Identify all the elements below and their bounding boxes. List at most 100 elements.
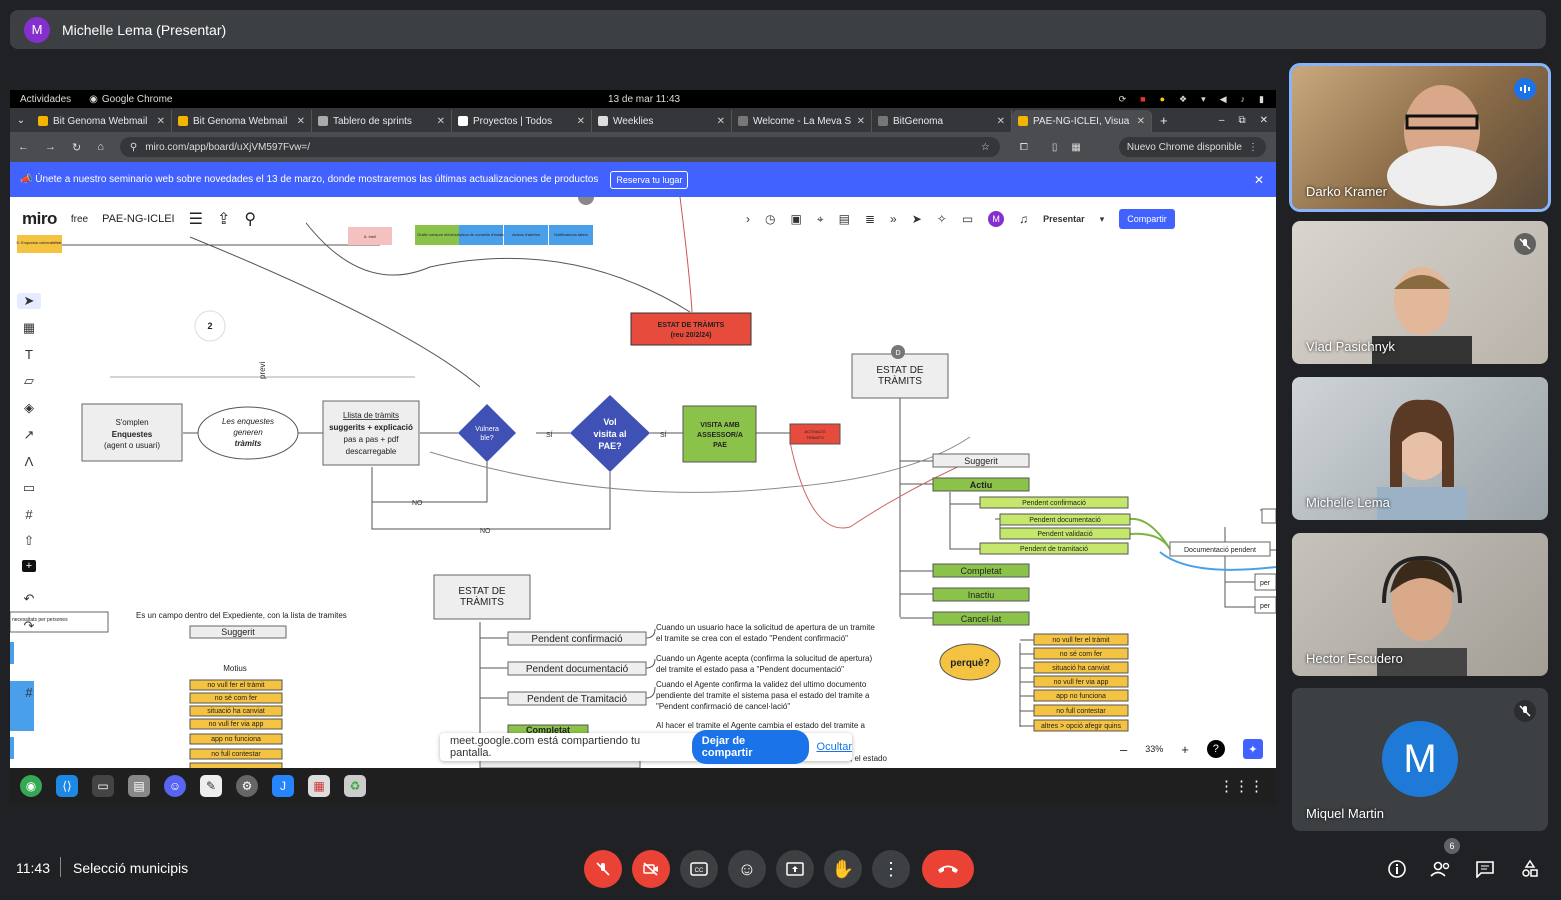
screen-share-icon[interactable]: ▣ xyxy=(790,212,802,226)
address-bar[interactable]: ⚲ miro.com/app/board/uXjVM597Fvw=/ ☆ xyxy=(119,137,1000,157)
settings-app-icon[interactable]: ⚙ xyxy=(236,775,258,797)
reload-icon[interactable]: ↻ xyxy=(72,141,82,154)
back-icon[interactable]: ← xyxy=(18,140,29,153)
close-icon[interactable]: ✕ xyxy=(1253,172,1264,187)
close-tab-icon[interactable]: ✕ xyxy=(996,115,1005,127)
notes-icon[interactable]: ≣ xyxy=(864,212,875,226)
bell-icon[interactable]: ♫ xyxy=(1019,212,1029,226)
apps-grid-icon[interactable]: ⋮⋮⋮ xyxy=(1219,778,1264,795)
participant-tile[interactable]: Darko Kramer xyxy=(1289,63,1551,212)
browser-tab[interactable]: Bit Genoma Webmail✕ xyxy=(172,110,312,132)
browser-tab[interactable]: Proyectos | Todos✕ xyxy=(452,110,592,132)
browser-tab[interactable]: Tablero de sprints✕ xyxy=(312,110,452,132)
chrome-update-button[interactable]: Nuevo Chrome disponible⋮ xyxy=(1118,137,1266,157)
participant-tile[interactable]: Michelle Lema xyxy=(1292,377,1548,520)
close-tab-icon[interactable]: ✕ xyxy=(296,115,305,127)
comments-icon[interactable]: ▭ xyxy=(961,212,974,226)
search-icon[interactable]: ⚲ xyxy=(244,211,257,228)
export-icon[interactable]: ⇪ xyxy=(216,211,231,228)
frame-icon[interactable]: # xyxy=(25,507,33,522)
browser-tab[interactable]: BitGenoma✕ xyxy=(872,110,1012,132)
sticky-note-icon[interactable]: ▱ xyxy=(24,373,34,388)
present-button[interactable]: Presentar xyxy=(1043,214,1085,224)
trash-app-icon[interactable]: ♻ xyxy=(344,775,366,797)
frames-list-icon[interactable]: # xyxy=(25,685,33,700)
vote-icon[interactable]: ▤ xyxy=(838,212,850,226)
people-button[interactable] xyxy=(1428,856,1454,882)
leave-call-button[interactable] xyxy=(922,850,974,888)
calendar-app-icon[interactable]: ▦ xyxy=(308,775,330,797)
plus-icon[interactable]: + xyxy=(22,560,36,572)
window-controls[interactable]: – ⧉ ✕ xyxy=(1219,115,1268,126)
connector-icon[interactable]: ↗ xyxy=(23,427,35,442)
raise-hand-button[interactable]: ✋ xyxy=(824,850,862,888)
chat-button[interactable] xyxy=(1472,856,1498,882)
cursor-icon[interactable]: ➤ xyxy=(911,212,922,226)
more-chevron-icon[interactable]: » xyxy=(890,212,897,226)
zoom-in-icon[interactable]: + xyxy=(1181,741,1189,757)
help-button[interactable]: ? xyxy=(1206,740,1225,758)
close-tab-icon[interactable]: ✕ xyxy=(156,115,165,127)
select-tool-icon[interactable]: ➤ xyxy=(17,293,41,309)
miro-logo[interactable]: miro xyxy=(22,209,57,228)
notes-app-icon[interactable]: ✎ xyxy=(200,775,222,797)
forward-icon[interactable]: → xyxy=(45,140,56,153)
redo-icon[interactable]: ↷ xyxy=(23,618,35,633)
browser-tab[interactable]: Bit Genoma Webmail✕ xyxy=(32,110,172,132)
system-tray[interactable]: ⟳ ■ ● ❖ ▾ ◀ ♪ ▮ xyxy=(1119,94,1264,105)
close-window-icon[interactable]: ✕ xyxy=(1259,114,1268,126)
menu-icon[interactable]: ☰ xyxy=(188,211,203,228)
close-tab-icon[interactable]: ✕ xyxy=(436,115,445,127)
text-tool-icon[interactable]: T xyxy=(25,347,33,362)
terminal-app-icon[interactable]: ▭ xyxy=(92,775,114,797)
reserve-spot-button[interactable]: Reserva tu lugar xyxy=(610,170,689,189)
browser-tab-active[interactable]: PAE-NG-ICLEI, Visua✕ xyxy=(1012,110,1152,132)
mic-toggle-button[interactable] xyxy=(584,850,622,888)
close-tab-icon[interactable]: ✕ xyxy=(856,115,865,127)
minimize-icon[interactable]: – xyxy=(1218,114,1225,126)
participant-tile[interactable]: Hector Escudero xyxy=(1292,533,1548,676)
hide-notification-link[interactable]: Ocultar xyxy=(816,741,852,753)
profile-extension-icon[interactable]: ▦ xyxy=(1071,141,1081,153)
close-tab-icon[interactable]: ✕ xyxy=(1136,115,1145,127)
sidepanel-icon[interactable]: ▯ xyxy=(1051,141,1058,153)
vscode-app-icon[interactable]: ⟨⟩ xyxy=(56,775,78,797)
browser-tab[interactable]: Welcome - La Meva S✕ xyxy=(732,110,872,132)
site-info-icon[interactable]: ⚲ xyxy=(129,141,138,153)
board-name[interactable]: PAE-NG-ICLEI xyxy=(102,213,175,225)
user-avatar[interactable]: M xyxy=(988,211,1005,227)
zoom-out-icon[interactable]: – xyxy=(1120,741,1128,757)
miro-board[interactable]: 5. Enquesta vulnerabilitat 6. Ineli Gràf… xyxy=(10,197,1276,768)
share-button[interactable]: Compartir xyxy=(1119,209,1175,229)
system-clock[interactable]: 13 de mar 11:43 xyxy=(608,93,681,105)
home-icon[interactable]: ⌂ xyxy=(97,140,104,153)
more-options-button[interactable]: ⋮ xyxy=(872,850,910,888)
stop-sharing-button[interactable]: Dejar de compartir xyxy=(691,730,809,764)
reaction-icon[interactable]: ✧ xyxy=(936,212,947,226)
activities-button[interactable] xyxy=(1517,856,1543,882)
participant-tile[interactable]: M Miquel Martin xyxy=(1292,688,1548,831)
present-screen-button[interactable] xyxy=(776,850,814,888)
participant-tile[interactable]: Vlad Pasichnyk xyxy=(1292,221,1548,364)
jira-app-icon[interactable]: J xyxy=(272,775,294,797)
tab-search-chevron-icon[interactable]: ⌄ xyxy=(16,114,26,126)
chrome-app-icon[interactable]: ◉ xyxy=(20,775,42,797)
close-tab-icon[interactable]: ✕ xyxy=(716,115,725,127)
activities-button[interactable]: Actividades xyxy=(20,93,72,105)
chevron-right-icon[interactable]: › xyxy=(746,212,750,226)
comment-icon[interactable]: ▭ xyxy=(22,480,36,495)
undo-icon[interactable]: ↶ xyxy=(23,591,35,606)
files-app-icon[interactable]: ▤ xyxy=(128,775,150,797)
maximize-icon[interactable]: ⧉ xyxy=(1238,114,1246,126)
browser-tab[interactable]: Weeklies✕ xyxy=(592,110,732,132)
camera-toggle-button[interactable] xyxy=(632,850,670,888)
extensions-icon[interactable]: ⧠ xyxy=(1019,141,1028,153)
captions-button[interactable]: CC xyxy=(680,850,718,888)
present-chevron-icon[interactable]: ▾ xyxy=(1099,213,1105,224)
ai-assistant-icon[interactable]: ✦ xyxy=(1242,739,1263,759)
bookmark-star-icon[interactable]: ☆ xyxy=(980,141,990,153)
pen-icon[interactable]: Ʌ xyxy=(24,454,34,469)
focus-icon[interactable]: ⌖ xyxy=(816,211,824,226)
new-tab-plus-icon[interactable]: + xyxy=(1160,112,1168,128)
shapes-icon[interactable]: ◈ xyxy=(24,400,34,415)
